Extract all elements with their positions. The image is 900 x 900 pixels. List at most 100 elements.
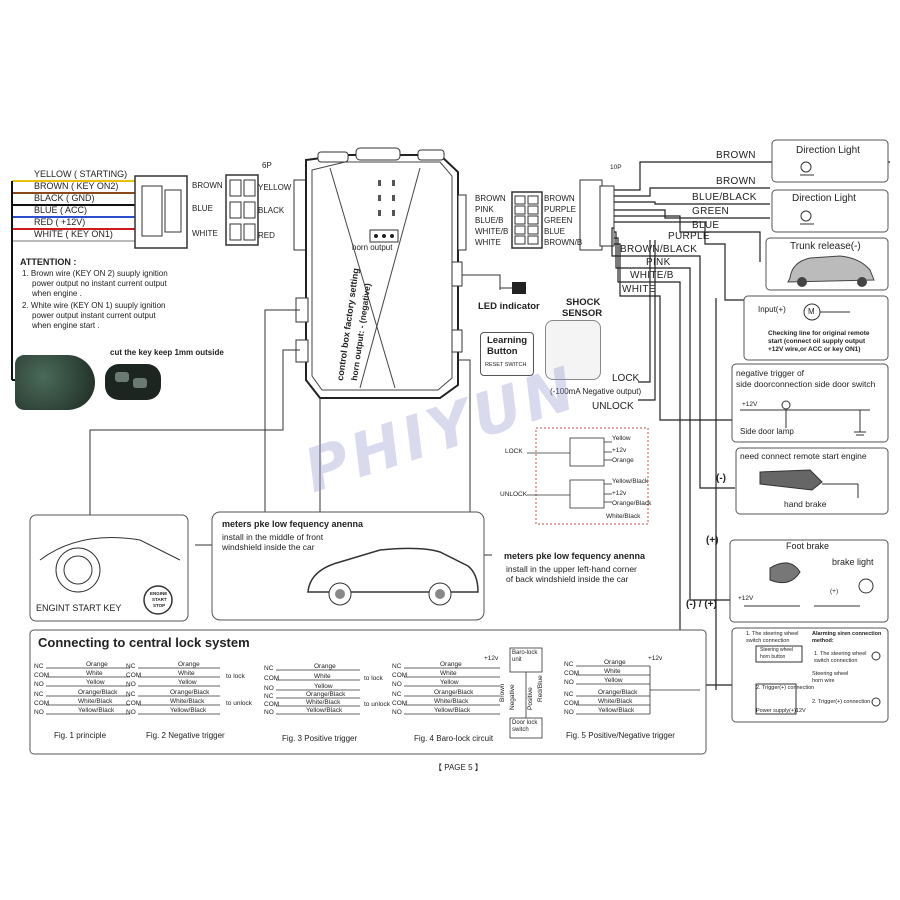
fig3-caption: Fig. 3 Positive trigger bbox=[282, 734, 358, 743]
baro-col-label: Negative bbox=[509, 684, 516, 710]
attention-line: when engine start . bbox=[32, 321, 100, 330]
pin-label: COM bbox=[264, 701, 280, 708]
10p-left-label: WHITE/B bbox=[475, 227, 509, 236]
attention-line: 1. Brown wire (KEY ON 2) suuply ignition bbox=[22, 269, 168, 278]
6p-right-red: RED bbox=[258, 231, 275, 240]
pin-label: NC bbox=[392, 663, 402, 670]
pin-label: NC bbox=[392, 691, 402, 698]
control-box-shape bbox=[295, 147, 467, 399]
wire-label: White/Black bbox=[434, 698, 469, 705]
10p-right-label: BROWN bbox=[544, 194, 575, 203]
wire-label: Yellow bbox=[86, 679, 105, 686]
relay-yellow-black: Yellow/Black bbox=[612, 478, 649, 485]
wire-label: Orange bbox=[178, 661, 200, 668]
learning-button[interactable]: Learning Button RESET SWITCH bbox=[480, 332, 534, 376]
pin-label: NC bbox=[264, 693, 274, 700]
right-wire-brown-black: BROWN/BLACK bbox=[620, 244, 698, 255]
side-door-title-2: side doorconnection side door switch bbox=[736, 379, 876, 389]
shock-sensor-line2: SENSOR bbox=[562, 308, 603, 319]
pin-label: NO bbox=[126, 709, 136, 716]
attention-line: when engine . bbox=[32, 289, 82, 298]
wire-label: Orange/Black bbox=[598, 689, 638, 696]
door-lock-switch-box: Door lock switch bbox=[512, 720, 538, 733]
relay-lock-label: LOCK bbox=[505, 448, 523, 455]
pin-label: COM bbox=[564, 700, 580, 707]
pin-label: NO bbox=[392, 681, 402, 688]
10p-left-label: BROWN bbox=[475, 194, 506, 203]
foot-brake-plus-small: (+) bbox=[830, 588, 839, 595]
trunk-release-label: Trunk release(-) bbox=[790, 241, 861, 252]
siren-title2: method: bbox=[812, 638, 834, 644]
right-wire-green: GREEN bbox=[692, 206, 730, 217]
wire-label: White/Black bbox=[78, 698, 113, 705]
siren-o1b: switch connection bbox=[814, 658, 858, 664]
wire-label: White/Black bbox=[598, 698, 633, 705]
attention-line: 2. White wire (KEY ON 1) suuply ignition bbox=[22, 301, 166, 310]
foot-brake-plus-sign: (+) bbox=[706, 535, 719, 546]
wire-label: White/Black bbox=[170, 698, 205, 705]
start-button-line2[interactable]: START bbox=[152, 597, 167, 602]
10p-left-label: PINK bbox=[475, 205, 494, 214]
relay-yellow: Yellow bbox=[612, 435, 631, 442]
relay-12v: +12v bbox=[612, 447, 627, 454]
10p-right-label: GREEN bbox=[544, 216, 573, 225]
wire-label: White/Black bbox=[306, 699, 341, 706]
foot-brake-12v: +12V bbox=[738, 595, 754, 602]
right-wire-brown-2: BROWN bbox=[716, 176, 756, 187]
right-wire-brown-1: BROWN bbox=[716, 150, 756, 161]
pin-label: NO bbox=[34, 681, 44, 688]
pin-label: COM bbox=[392, 700, 408, 707]
pin-label: NC bbox=[34, 691, 44, 698]
pin-label: NO bbox=[564, 709, 574, 716]
wire-label: Yellow/Black bbox=[306, 707, 343, 714]
relay-12v: +12v bbox=[612, 490, 627, 497]
wire-label-red: RED ( +12V) bbox=[34, 217, 86, 227]
fig4-caption: Fig. 4 Baro-lock circuit bbox=[414, 734, 494, 743]
start-button-line3[interactable]: STOP bbox=[153, 603, 166, 608]
key-note: cut the key keep 1mm outside bbox=[110, 348, 224, 357]
pin-label: NO bbox=[34, 709, 44, 716]
fig5-12v-label: +12v bbox=[648, 655, 663, 662]
wire-label: Orange/Black bbox=[434, 689, 474, 696]
hand-brake-label: hand brake bbox=[784, 499, 827, 509]
siren-n1b: switch connection bbox=[746, 638, 790, 644]
relay-white-black: White/Black bbox=[606, 513, 641, 520]
10p-right-label: BROWN/B bbox=[544, 238, 583, 247]
input-note-2: start (connect oil supply output bbox=[768, 338, 866, 345]
wire-label: Yellow bbox=[604, 677, 623, 684]
page-number: 【 PAGE 5 】 bbox=[434, 763, 483, 772]
start-button-line1[interactable]: ENGINE bbox=[150, 591, 168, 596]
pin-label: NC bbox=[564, 691, 574, 698]
input-note-3: +12V wire,or ACC or key ON1) bbox=[768, 346, 861, 353]
right-wire-blue: BLUE bbox=[692, 220, 720, 231]
horn-output-label: horn output bbox=[352, 243, 393, 252]
pin-label: COM bbox=[264, 675, 280, 682]
wire-label: Yellow bbox=[314, 683, 333, 690]
wire-label: White bbox=[314, 673, 331, 680]
input-note-1: Checking line for original remote bbox=[768, 330, 870, 337]
direction-light-label-2: Direction Light bbox=[792, 193, 856, 204]
central-lock-title: Connecting to central lock system bbox=[38, 635, 250, 650]
antenna1-line1: install in the middle of front bbox=[222, 532, 324, 542]
pin-label: COM bbox=[34, 672, 50, 679]
pin-label: COM bbox=[392, 672, 408, 679]
side-door-12v: +12V bbox=[742, 401, 758, 408]
relay-orange: Orange bbox=[612, 457, 634, 464]
siren-ps: Power supply(+)12V bbox=[756, 708, 806, 714]
hand-brake-title: need connect remote start engine bbox=[740, 451, 867, 461]
right-wire-white-b: WHITE/B bbox=[630, 270, 674, 281]
fig2-caption: Fig. 2 Negative trigger bbox=[146, 731, 225, 740]
pin-label: COM bbox=[126, 700, 142, 707]
pin-label: NO bbox=[126, 681, 136, 688]
siren-n2: 2. Trigger(+) connection bbox=[756, 685, 815, 691]
wire-label: Yellow/Black bbox=[78, 707, 115, 714]
fig1-caption: Fig. 1 principle bbox=[54, 731, 107, 740]
engine-start-key-label: ENGINT START KEY bbox=[36, 603, 122, 613]
to-lock-label: to lock bbox=[226, 673, 245, 680]
wire-label: Orange bbox=[314, 663, 336, 670]
learning-button-line2: Button bbox=[487, 346, 518, 357]
fig4-12v-label: +12v bbox=[484, 655, 499, 662]
siren-o1: 1. The steering wheel bbox=[814, 651, 867, 657]
6p-left-blue: BLUE bbox=[192, 204, 213, 213]
pin-label: NO bbox=[264, 709, 274, 716]
